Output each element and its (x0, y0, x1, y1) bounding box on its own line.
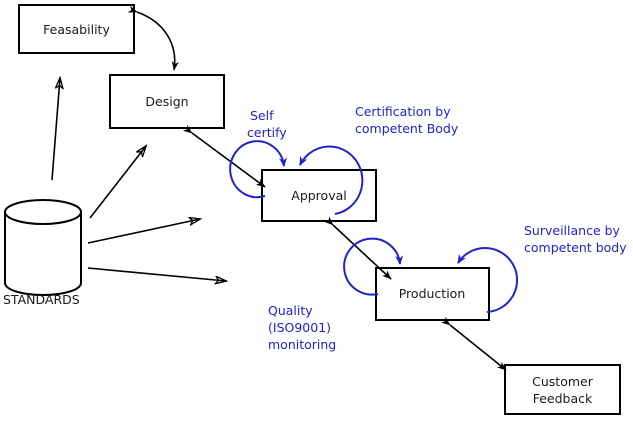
node-approval[interactable]: Approval (261, 169, 377, 222)
annotation-surveillance-line1: Surveillance by (524, 223, 621, 238)
node-design[interactable]: Design (109, 74, 225, 129)
loop-self-certify (229, 140, 288, 199)
node-standards-label: STANDARDS (3, 292, 80, 307)
node-production-shape (375, 267, 490, 321)
node-customer-feedback-label-line1: Customer (532, 374, 594, 389)
annotation-quality-line1: Quality (268, 303, 313, 318)
node-customer-feedback-label-line2: Feedback (533, 391, 593, 406)
annotation-surveillance-line2: competent body (524, 240, 627, 255)
annotation-quality-line3: monitoring (268, 337, 336, 352)
node-standards-body (4, 211, 82, 296)
edge-approval-production (324, 216, 392, 280)
node-standards-top (4, 199, 82, 225)
annotation-certification-line1: Certification by (355, 104, 451, 119)
annotation-surveillance-by-competent-body: Surveillance by competent body (524, 223, 627, 255)
node-feasability[interactable]: Feasability (18, 4, 135, 54)
node-design-label: Design (145, 94, 188, 109)
node-standards[interactable]: STANDARDS (3, 199, 82, 307)
node-production-label: Production (399, 286, 466, 301)
annotation-certification-line2: competent Body (355, 121, 459, 136)
node-customer-feedback-shape (504, 364, 621, 415)
node-approval-shape (261, 169, 377, 222)
edge-standards-production (87, 267, 226, 281)
annotation-quality-iso9001-monitoring: Quality (ISO9001) monitoring (268, 303, 336, 352)
annotation-self-certify: Self certify (247, 108, 287, 140)
node-production[interactable]: Production (375, 267, 490, 321)
edge-design-approval (182, 124, 266, 188)
node-design-shape (109, 74, 225, 129)
edge-production-customer-feedback (440, 316, 507, 371)
node-customer-feedback[interactable]: Customer Feedback (504, 364, 621, 415)
node-feasability-shape (18, 4, 135, 54)
loop-quality-monitoring (343, 237, 404, 296)
edge-standards-design (89, 146, 146, 219)
edge-standards-approval (87, 219, 200, 244)
annotation-quality-line2: (ISO9001) (268, 320, 331, 335)
edge-standards-feasability (51, 78, 60, 181)
loop-certification-by-competent-body (299, 145, 364, 215)
loop-surveillance-by-competent-body (457, 247, 519, 313)
annotation-self-certify-line2: certify (247, 125, 287, 140)
annotation-self-certify-line1: Self (250, 108, 274, 123)
node-feasability-label: Feasability (43, 22, 110, 37)
edge-feasability-design (127, 5, 179, 71)
node-approval-label: Approval (291, 188, 346, 203)
annotation-certification-by-competent-body: Certification by competent Body (355, 104, 459, 136)
